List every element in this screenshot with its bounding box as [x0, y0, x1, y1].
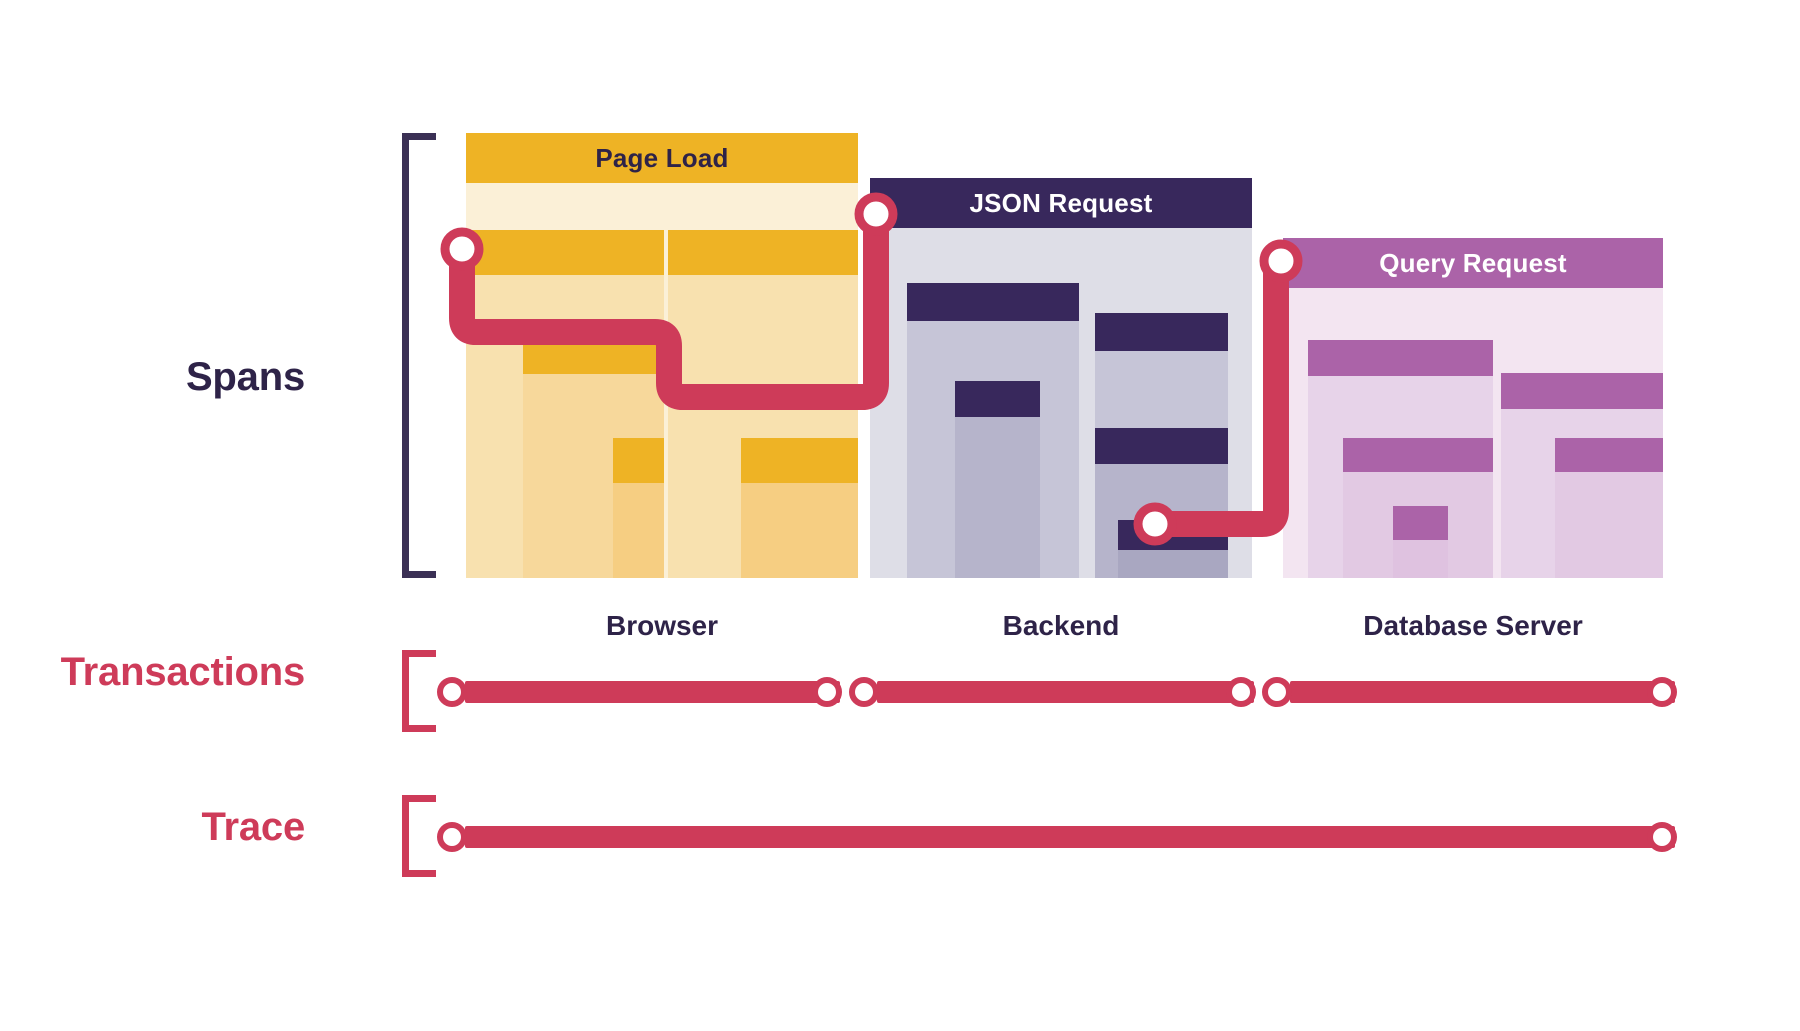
- row-label-trace: Trace: [201, 805, 305, 849]
- span-group-browser[interactable]: Page Load: [466, 133, 858, 578]
- span-bar-cap: [955, 381, 1040, 417]
- span-bar-cap: [1393, 506, 1448, 540]
- bracket-transactions: [402, 650, 436, 732]
- span-bar-cap: [613, 438, 664, 483]
- span-bar-cap: [1343, 438, 1493, 472]
- transaction-node[interactable]: [437, 677, 467, 707]
- span-group-header-database[interactable]: Query Request: [1283, 238, 1663, 288]
- transaction-node[interactable]: [1226, 677, 1256, 707]
- service-caption-backend: Backend: [1002, 610, 1120, 641]
- transaction-segment[interactable]: [877, 681, 1254, 703]
- transaction-segment[interactable]: [465, 681, 840, 703]
- span-group-header-browser[interactable]: Page Load: [466, 133, 858, 183]
- span-bar[interactable]: [955, 381, 1040, 578]
- span-bar[interactable]: [613, 438, 664, 578]
- span-bar[interactable]: [1118, 520, 1228, 578]
- span-bar-cap: [741, 438, 858, 483]
- span-group-title: JSON Request: [969, 187, 1153, 218]
- transaction-node[interactable]: [1647, 677, 1677, 707]
- transaction-node[interactable]: [1262, 677, 1292, 707]
- span-group-header-backend[interactable]: JSON Request: [870, 178, 1252, 228]
- span-bar-cap: [1118, 520, 1228, 550]
- span-bar-cap: [523, 329, 664, 374]
- row-label-spans: Spans: [185, 355, 305, 399]
- span-bar-cap: [1308, 340, 1493, 376]
- span-group-backend[interactable]: JSON Request: [870, 178, 1252, 578]
- span-bar-cap: [1555, 438, 1663, 472]
- span-bar-cap: [1095, 313, 1228, 351]
- transaction-node[interactable]: [849, 677, 879, 707]
- span-bar[interactable]: [1555, 438, 1663, 578]
- service-caption-database: Database Server: [1363, 610, 1583, 641]
- span-bar-cap: [907, 283, 1079, 321]
- span-bar-cap: [466, 230, 664, 275]
- span-group-database[interactable]: Query Request: [1283, 238, 1663, 578]
- service-caption-browser: Browser: [605, 610, 719, 641]
- transaction-node[interactable]: [812, 677, 842, 707]
- span-bar-cap: [1095, 428, 1228, 464]
- row-label-transactions: Transactions: [60, 650, 306, 694]
- span-group-title: Query Request: [1379, 247, 1567, 278]
- trace-node[interactable]: [1647, 822, 1677, 852]
- span-bar-cap: [1501, 373, 1663, 409]
- trace-segment[interactable]: [465, 826, 1675, 848]
- span-bar[interactable]: [1393, 506, 1448, 578]
- bracket-trace: [402, 795, 436, 877]
- bracket-spans: [402, 133, 436, 578]
- span-bar-cap: [668, 230, 858, 275]
- trace-node[interactable]: [437, 822, 467, 852]
- span-bar[interactable]: [741, 438, 858, 578]
- transaction-segment[interactable]: [1290, 681, 1675, 703]
- span-group-title: Page Load: [595, 142, 729, 173]
